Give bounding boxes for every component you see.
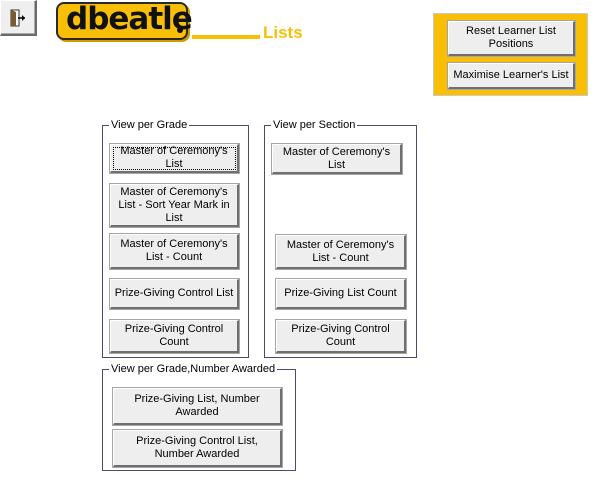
page-title: Lists — [263, 23, 303, 42]
learner-list-panel: Reset Learner List Positions Maximise Le… — [433, 13, 588, 96]
exit-button[interactable] — [0, 0, 37, 36]
section-mc-list-count-button[interactable]: Master of Ceremony's List - Count — [276, 235, 406, 269]
reset-learner-list-positions-button[interactable]: Reset Learner List Positions — [448, 21, 575, 56]
exit-door-icon — [10, 9, 25, 27]
view-per-section-group: View per Section Master of Ceremony's Li… — [264, 119, 417, 358]
grade-mc-list-count-button[interactable]: Master of Ceremony's List - Count — [110, 234, 239, 269]
section-prize-giving-control-count-button[interactable]: Prize-Giving Control Count — [276, 320, 406, 353]
title-underline — [192, 35, 260, 39]
view-per-grade-group: View per Grade Master of Ceremony's List… — [102, 119, 249, 358]
view-per-section-label: View per Section — [271, 119, 358, 132]
logo-dot — [177, 27, 183, 33]
maximise-learners-list-button[interactable]: Maximise Learner's List — [448, 63, 575, 89]
grade-prize-giving-control-list-button[interactable]: Prize-Giving Control List — [110, 279, 239, 309]
grade-mc-list-button[interactable]: Master of Ceremony's List — [110, 144, 239, 173]
section-mc-list-button[interactable]: Master of Ceremony's List — [272, 144, 402, 174]
grade-prize-giving-control-count-button[interactable]: Prize-Giving Control Count — [110, 320, 239, 353]
view-per-grade-number-awarded-label: View per Grade,Number Awarded — [109, 363, 278, 376]
view-per-grade-number-awarded-group: View per Grade,Number Awarded Prize-Givi… — [102, 363, 296, 471]
grade-mc-list-sort-year-mark-button[interactable]: Master of Ceremony's List - Sort Year Ma… — [110, 184, 239, 227]
logo-text: dbeatle — [66, 1, 193, 37]
prize-giving-list-number-awarded-button[interactable]: Prize-Giving List, Number Awarded — [113, 388, 282, 425]
prize-giving-control-list-number-awarded-button[interactable]: Prize-Giving Control List, Number Awarde… — [113, 430, 282, 467]
view-per-grade-label: View per Grade — [109, 119, 190, 132]
dbeatle-logo: dbeatle — [56, 1, 193, 40]
section-prize-giving-list-count-button[interactable]: Prize-Giving List Count — [276, 279, 406, 309]
